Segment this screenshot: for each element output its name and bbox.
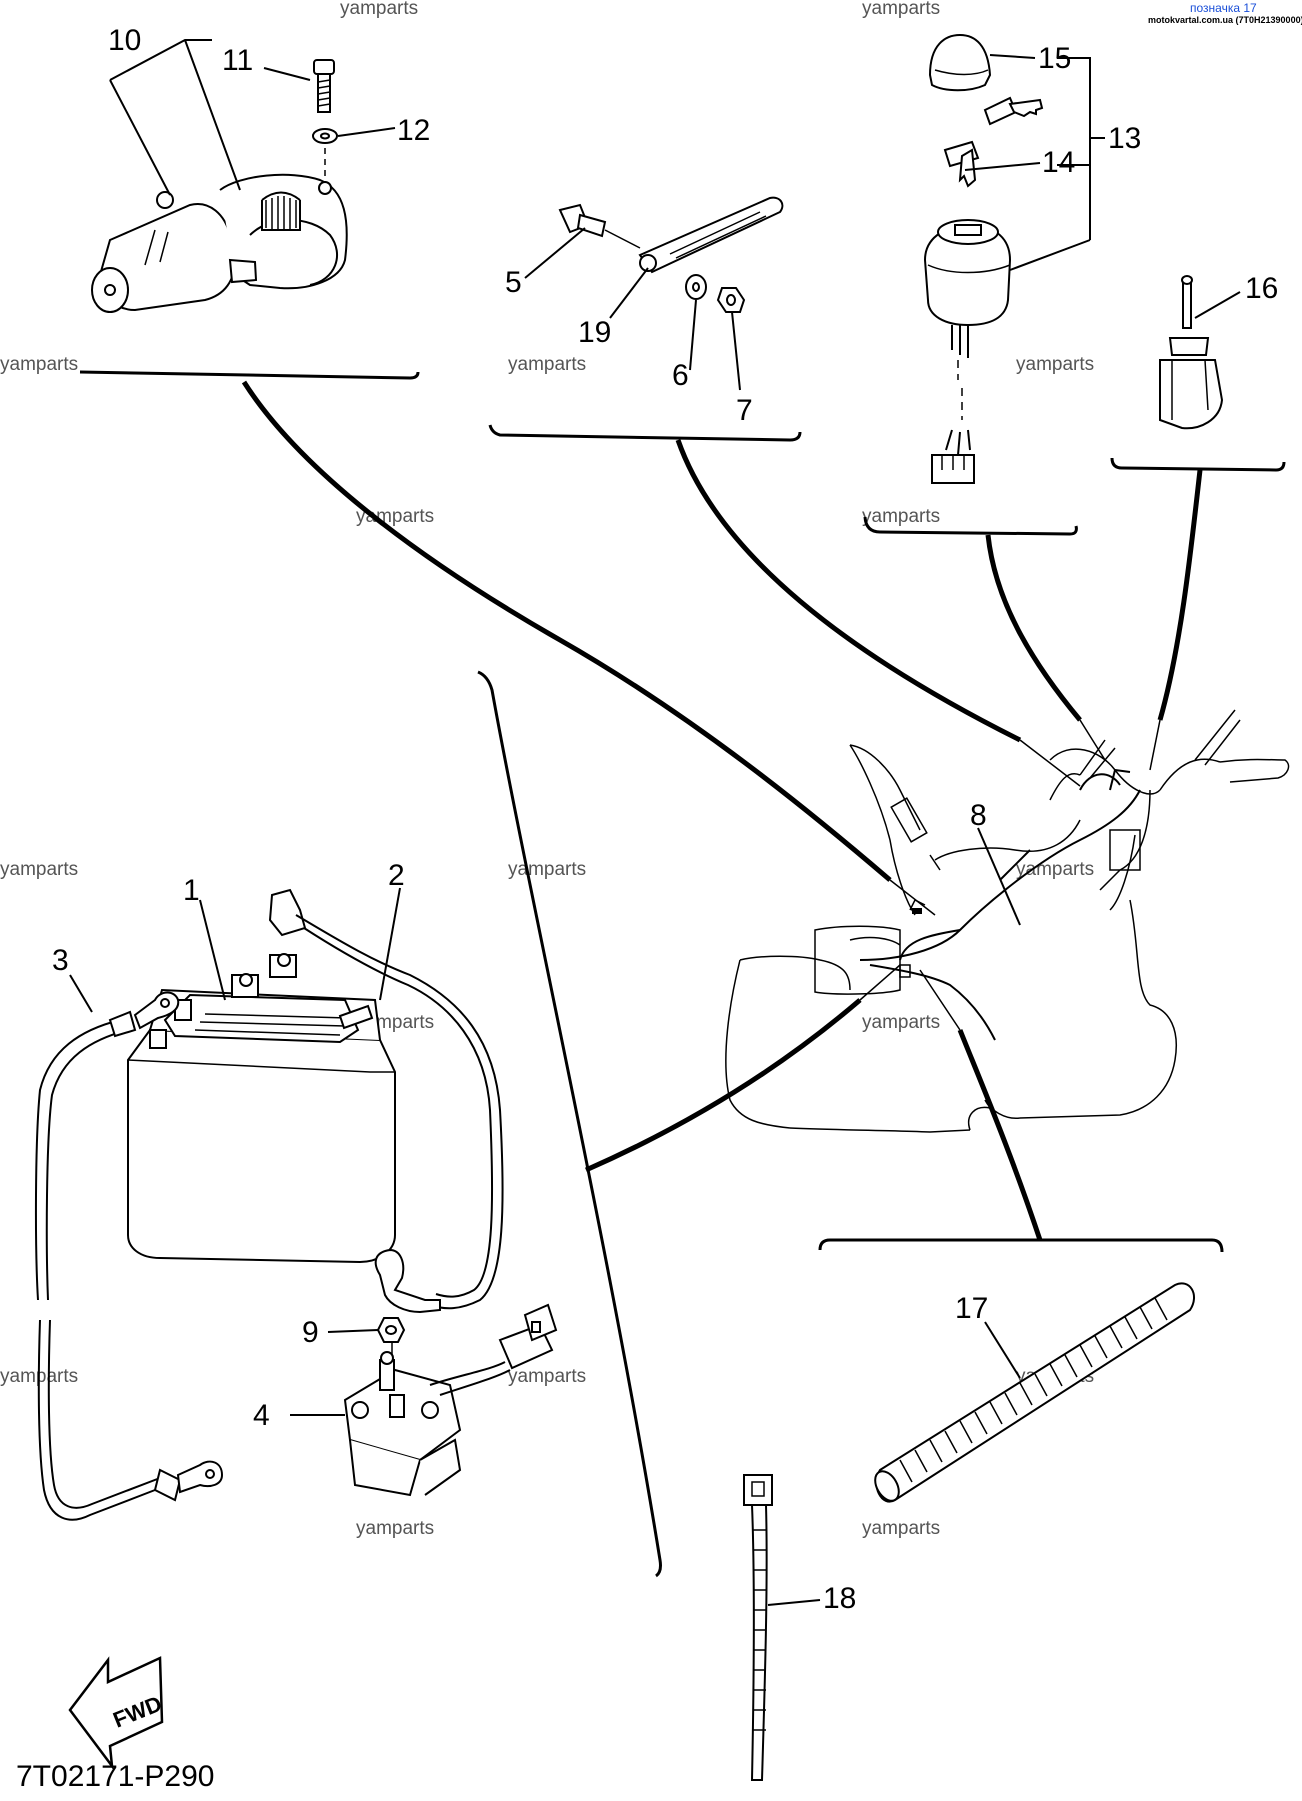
callout-13: 13	[1108, 122, 1141, 155]
cable-2	[268, 888, 504, 1314]
watermark: yamparts	[862, 506, 940, 527]
callout-8: 8	[970, 799, 987, 832]
callout-17: 17	[955, 1292, 988, 1325]
callout-19: 19	[578, 316, 611, 349]
battery-1	[127, 953, 396, 1264]
callout-4: 4	[253, 1399, 270, 1432]
callout-15: 15	[1038, 42, 1071, 75]
callout-11: 11	[222, 44, 253, 77]
bolt-5	[558, 203, 607, 238]
nut-7	[716, 287, 746, 313]
callout-18: 18	[823, 1582, 856, 1615]
callout-3: 3	[52, 944, 69, 977]
harness-leaders	[241, 380, 1203, 1578]
watermark: yamparts	[862, 1518, 940, 1539]
switch-16	[1159, 275, 1224, 430]
watermark: yamparts	[508, 354, 586, 375]
callout-leaders	[69, 39, 1241, 1606]
cable-tie-18	[743, 1474, 773, 1781]
callout-14: 14	[1042, 146, 1075, 179]
nut-9	[376, 1317, 406, 1343]
callout-16: 16	[1245, 272, 1278, 305]
watermark: yamparts	[356, 506, 434, 527]
group-shelves	[79, 370, 1286, 1253]
watermark: yamparts	[1016, 354, 1094, 375]
watermark: yamparts	[340, 0, 418, 19]
callout-10: 10	[108, 24, 141, 57]
strap-19	[638, 196, 784, 274]
starter-relay-4	[343, 1303, 558, 1497]
vehicle-frame	[725, 709, 1290, 1133]
header-ref: позначка 17	[1190, 1, 1257, 15]
watermark: yamparts	[356, 1518, 434, 1539]
callout-labels: 1 2 3 4 5 6 7 8 9 10 11 12 13 14 15 16 1…	[52, 24, 1278, 1615]
callout-9: 9	[302, 1316, 319, 1349]
dash-line	[604, 229, 641, 249]
diagram-code: 7T02171-P290	[16, 1760, 215, 1793]
callout-12: 12	[397, 114, 430, 147]
watermark: yamparts	[508, 859, 586, 880]
main-switch-13	[923, 219, 1012, 484]
washer-12	[312, 128, 338, 144]
watermark: yamparts	[862, 0, 940, 19]
corrugated-tube-17	[874, 1282, 1195, 1503]
wire-harness	[859, 768, 1141, 1041]
drive-motor	[91, 173, 348, 313]
callout-2: 2	[388, 859, 405, 892]
watermark: yamparts	[1016, 859, 1094, 880]
washer-6	[685, 274, 707, 300]
watermark: yamparts	[862, 1012, 940, 1033]
header-source: motokvartal.com.ua (7T0H21390000)	[1148, 15, 1302, 25]
watermark: yamparts	[0, 354, 78, 375]
callout-5: 5	[505, 266, 522, 299]
watermark: yamparts	[0, 859, 78, 880]
watermark: yamparts	[508, 1366, 586, 1387]
cap-15	[928, 33, 992, 92]
callout-7: 7	[736, 394, 753, 427]
keys-14	[943, 96, 1044, 188]
bolt-11	[313, 59, 335, 113]
cable-3	[34, 991, 224, 1521]
fwd-arrow: FWD	[68, 1656, 165, 1771]
callout-1: 1	[183, 874, 200, 907]
callout-6: 6	[672, 359, 689, 392]
